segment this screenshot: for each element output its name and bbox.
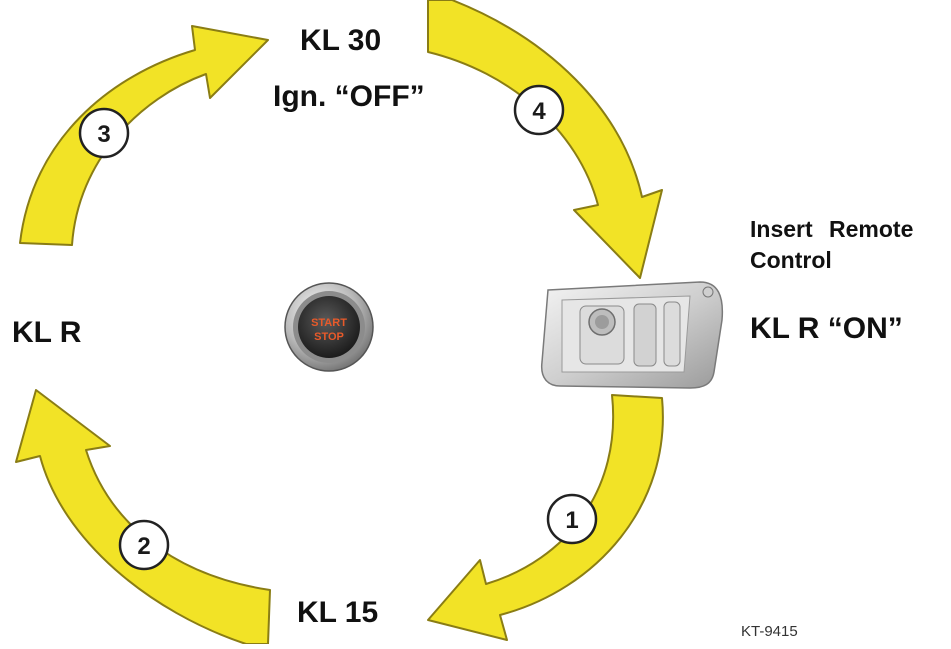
label-kl-r: KL R <box>12 316 82 349</box>
arrow-step-3 <box>19 25 269 246</box>
step-badge-1: 1 <box>546 493 598 545</box>
step-number-1: 1 <box>565 507 578 534</box>
label-kl-15: KL 15 <box>297 596 379 629</box>
step-badge-4: 4 <box>513 84 565 136</box>
label-kl-r-on: KL R “ON” <box>750 312 903 345</box>
label-kl30: KL 30 <box>300 24 382 57</box>
step-number-2: 2 <box>137 533 150 560</box>
label-ignition-off: Ign. “OFF” <box>273 80 425 113</box>
step-badge-3: 3 <box>78 107 130 159</box>
arrow-step-1 <box>427 394 664 641</box>
remote-key-icon <box>540 281 724 389</box>
button-label-stop: STOP <box>314 331 344 343</box>
start-stop-button-icon: START STOP <box>284 282 374 372</box>
arrow-step-2 <box>15 389 271 645</box>
arrow-step-4 <box>427 0 663 279</box>
step-badge-2: 2 <box>118 519 170 571</box>
step-number-3: 3 <box>97 121 110 148</box>
button-label-start: START <box>311 317 347 329</box>
label-insert-remote: Insert Remote <box>750 216 914 242</box>
figure-reference: KT-9415 <box>741 623 798 640</box>
step-number-4: 4 <box>532 98 546 125</box>
label-control: Control <box>750 247 832 273</box>
